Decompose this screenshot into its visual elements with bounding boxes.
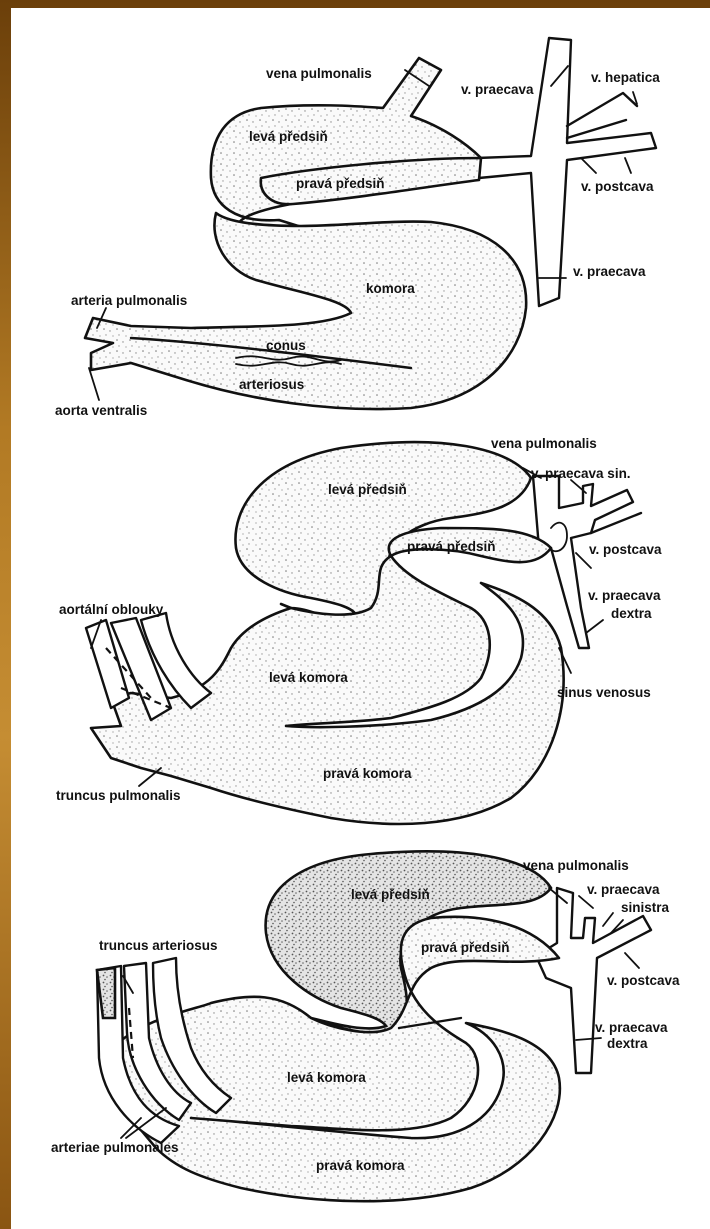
diagram-sheet: vena pulmonalis v. praecava v. hepatica … (11, 8, 710, 1229)
label-vena-pulmonalis-2: vena pulmonalis (491, 436, 597, 451)
label-v-praecava-sinistra-3b: sinistra (621, 900, 670, 915)
label-arteria-pulmonalis-1: arteria pulmonalis (71, 293, 187, 308)
label-v-praecava-dextra-2b: dextra (611, 606, 652, 621)
diagram-3-mature-heart: vena pulmonalis levá předsiň v. praecava… (51, 851, 680, 1201)
label-sinus-venosus-2: sinus venosus (557, 685, 651, 700)
label-vena-pulmonalis-1: vena pulmonalis (266, 66, 372, 81)
label-leva-predsin-1: levá předsiň (249, 129, 328, 144)
label-v-postcava-3: v. postcava (607, 973, 680, 988)
label-prava-komora-2: pravá komora (323, 766, 412, 781)
label-v-praecava-bottom-1: v. praecava (573, 264, 646, 279)
label-leva-predsin-3: levá předsiň (351, 887, 430, 902)
label-leva-predsin-2: levá předsiň (328, 482, 407, 497)
heart-development-diagrams: vena pulmonalis v. praecava v. hepatica … (11, 8, 710, 1229)
label-v-praecava-sin-2: v. praecava sin. (531, 466, 631, 481)
label-v-postcava-1: v. postcava (581, 179, 654, 194)
label-prava-predsin-2: pravá předsiň (407, 539, 496, 554)
atrium-1 (211, 58, 481, 234)
komora-1 (85, 213, 526, 409)
label-prava-predsin-3: pravá předsiň (421, 940, 510, 955)
diagram-1-primitive-heart: vena pulmonalis v. praecava v. hepatica … (55, 38, 660, 418)
label-v-postcava-2: v. postcava (589, 542, 662, 557)
label-prava-predsin-1: pravá předsiň (296, 176, 385, 191)
label-truncus-arteriosus-3: truncus arteriosus (99, 938, 218, 953)
label-arteriosus-1: arteriosus (239, 377, 304, 392)
label-v-praecava-dextra-2a: v. praecava (588, 588, 661, 603)
label-truncus-pulmonalis-2: truncus pulmonalis (56, 788, 181, 803)
diagram-2-developing-heart: vena pulmonalis v. praecava sin. levá př… (56, 436, 662, 824)
label-arteriae-pulmonales-3: arteriae pulmonales (51, 1140, 179, 1155)
label-komora-1: komora (366, 281, 415, 296)
label-leva-komora-3: levá komora (287, 1070, 366, 1085)
label-prava-komora-3: pravá komora (316, 1158, 405, 1173)
label-aorta-ventralis-1: aorta ventralis (55, 403, 147, 418)
label-v-praecava-sinistra-3a: v. praecava (587, 882, 660, 897)
label-v-praecava-dextra-3b: dextra (607, 1036, 648, 1051)
label-v-hepatica-1: v. hepatica (591, 70, 660, 85)
label-v-praecava-dextra-3a: v. praecava (595, 1020, 668, 1035)
label-aortalni-oblouky-2: aortální oblouky (59, 602, 164, 617)
label-v-praecava-top-1: v. praecava (461, 82, 534, 97)
label-conus-1: conus (266, 338, 306, 353)
label-leva-komora-2: levá komora (269, 670, 348, 685)
label-vena-pulmonalis-3: vena pulmonalis (523, 858, 629, 873)
